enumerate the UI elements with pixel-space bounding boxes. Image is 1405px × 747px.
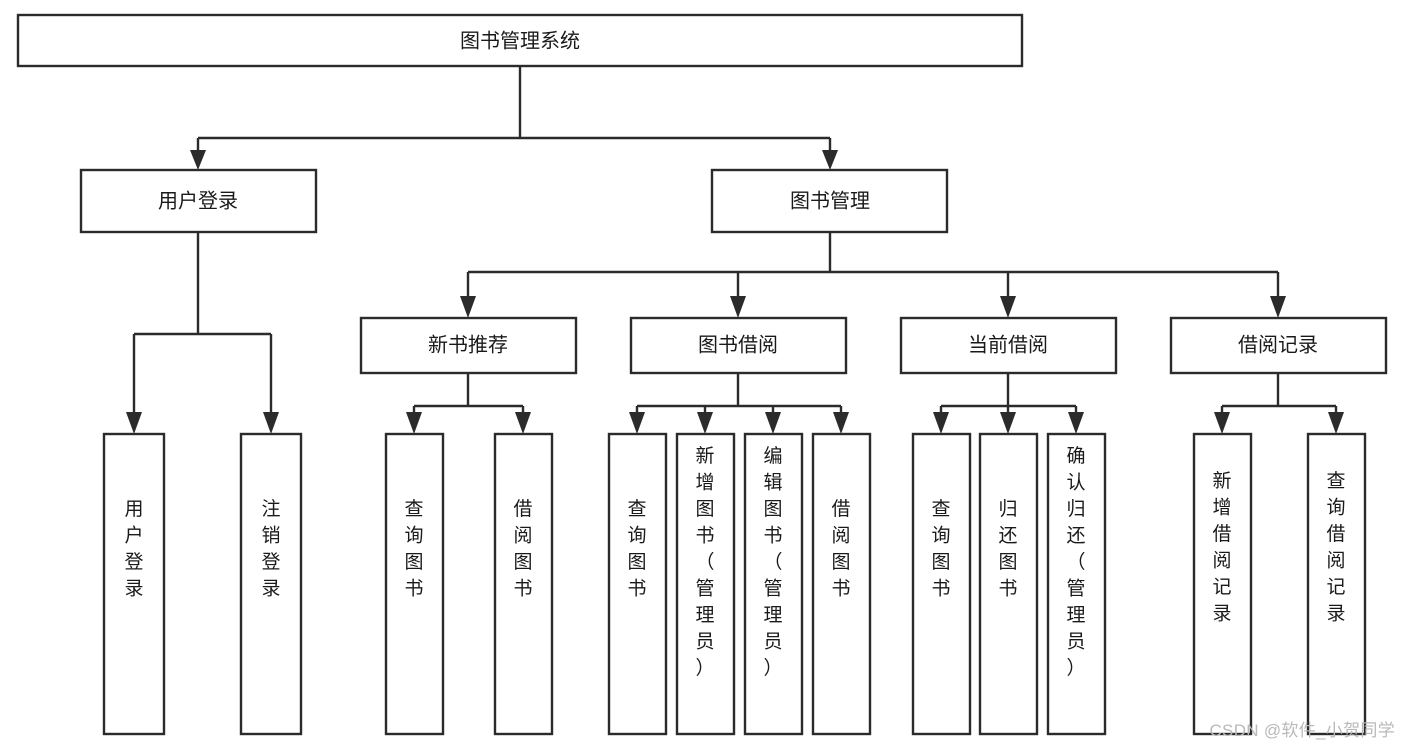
node-leaf-edit-book[interactable]: 编辑图书（管理员） [743, 432, 804, 736]
node-book-borrow-box[interactable] [629, 316, 848, 375]
node-new-book-recommend[interactable]: 新书推荐 [359, 316, 578, 375]
node-leaf-edit-book-label: 编辑图书（管理员） [763, 445, 782, 679]
arrow-head-leaf-user-logout [263, 412, 279, 434]
node-borrow-record-label: 借阅记录 [1238, 333, 1318, 356]
node-leaf-query-record[interactable]: 查询借阅记录 [1306, 432, 1367, 736]
node-leaf-query-book-1[interactable]: 查询图书 [384, 432, 445, 736]
connector-layer [126, 66, 1344, 434]
arrow-head-leaf-query-book-2 [629, 412, 645, 434]
arrow-head-leaf-add-record [1214, 412, 1230, 434]
node-leaf-query-book-3-box[interactable] [911, 432, 972, 736]
node-leaf-borrow-book-1-box[interactable] [493, 432, 554, 736]
node-book-borrow-label: 图书借阅 [698, 333, 778, 356]
arrow-head-current-borrow [1000, 296, 1016, 318]
node-leaf-confirm-return-label: 确认归还（管理员） [1066, 445, 1085, 679]
node-leaf-user-logout-label: 注销登录 [261, 498, 280, 600]
node-borrow-record[interactable]: 借阅记录 [1169, 316, 1388, 375]
arrow-head-leaf-user-login [126, 412, 142, 434]
node-leaf-add-record-box[interactable] [1192, 432, 1253, 736]
node-leaf-edit-book-box[interactable] [743, 432, 804, 736]
node-leaf-add-record[interactable]: 新增借阅记录 [1192, 432, 1253, 736]
node-leaf-add-book-label: 新增图书（管理员） [695, 445, 714, 679]
node-book-borrow[interactable]: 图书借阅 [629, 316, 848, 375]
node-root-label: 图书管理系统 [460, 29, 580, 52]
node-book-manage[interactable]: 图书管理 [710, 168, 949, 234]
node-leaf-query-book-2-box[interactable] [607, 432, 668, 736]
node-leaf-user-login-label: 用户登录 [124, 499, 143, 600]
node-leaf-borrow-book-2-label: 借阅图书 [831, 498, 850, 600]
node-leaf-user-login[interactable]: 用户登录 [102, 432, 166, 736]
node-current-borrow[interactable]: 当前借阅 [899, 316, 1118, 375]
node-root[interactable]: 图书管理系统 [16, 13, 1024, 68]
node-leaf-add-record-label: 新增借阅记录 [1212, 470, 1231, 625]
node-leaf-add-book-box[interactable] [675, 432, 736, 736]
node-leaf-add-book[interactable]: 新增图书（管理员） [675, 432, 736, 736]
node-leaf-borrow-book-1[interactable]: 借阅图书 [493, 432, 554, 736]
arrow-head-leaf-return-book [1000, 412, 1016, 434]
arrow-head-book-manage [822, 150, 838, 170]
arrow-head-leaf-confirm-return [1068, 412, 1084, 434]
node-current-borrow-label: 当前借阅 [968, 333, 1048, 356]
node-leaf-query-book-2-label: 查询图书 [627, 498, 646, 600]
node-leaf-borrow-book-2[interactable]: 借阅图书 [811, 432, 872, 736]
arrow-head-leaf-query-book-3 [933, 412, 949, 434]
node-leaf-query-book-1-box[interactable] [384, 432, 445, 736]
node-leaf-query-record-label: 查询借阅记录 [1326, 470, 1345, 625]
node-leaf-user-logout-box[interactable] [239, 432, 303, 736]
arrow-head-leaf-borrow-book-2 [833, 412, 849, 434]
node-leaf-return-book-label: 归还图书 [998, 498, 1017, 600]
arrow-head-leaf-add-book [697, 412, 713, 434]
arrow-head-new-book-recommend [460, 296, 476, 318]
node-leaf-confirm-return-box[interactable] [1046, 432, 1107, 736]
node-leaf-user-login-box[interactable] [102, 432, 166, 736]
node-book-manage-box[interactable] [710, 168, 949, 234]
node-leaf-query-book-3[interactable]: 查询图书 [911, 432, 972, 736]
node-borrow-record-box[interactable] [1169, 316, 1388, 375]
node-leaf-query-book-1-label: 查询图书 [404, 498, 423, 600]
node-leaf-user-logout[interactable]: 注销登录 [239, 432, 303, 736]
arrow-head-user-login [190, 150, 206, 170]
node-new-book-recommend-label: 新书推荐 [428, 333, 508, 356]
node-current-borrow-box[interactable] [899, 316, 1118, 375]
node-new-book-recommend-box[interactable] [359, 316, 578, 375]
node-leaf-query-book-2[interactable]: 查询图书 [607, 432, 668, 736]
arrow-head-leaf-query-record [1328, 412, 1344, 434]
arrow-head-borrow-record [1270, 296, 1286, 318]
arrow-head-leaf-query-book-1 [406, 412, 422, 434]
node-leaf-return-book[interactable]: 归还图书 [978, 432, 1039, 736]
node-leaf-borrow-book-2-box[interactable] [811, 432, 872, 736]
node-user-login[interactable]: 用户登录 [79, 168, 318, 234]
node-leaf-query-book-3-label: 查询图书 [931, 498, 950, 600]
node-root-box[interactable] [16, 13, 1024, 68]
node-book-manage-label: 图书管理 [790, 189, 870, 212]
node-leaf-return-book-box[interactable] [978, 432, 1039, 736]
node-user-login-label: 用户登录 [158, 189, 238, 212]
node-leaf-confirm-return[interactable]: 确认归还（管理员） [1046, 432, 1107, 736]
node-user-login-box[interactable] [79, 168, 318, 234]
node-leaf-query-record-box[interactable] [1306, 432, 1367, 736]
arrow-head-leaf-edit-book [765, 412, 781, 434]
arrow-head-book-borrow [730, 296, 746, 318]
arrow-head-leaf-borrow-book-1 [515, 412, 531, 434]
node-leaf-borrow-book-1-label: 借阅图书 [513, 498, 532, 600]
